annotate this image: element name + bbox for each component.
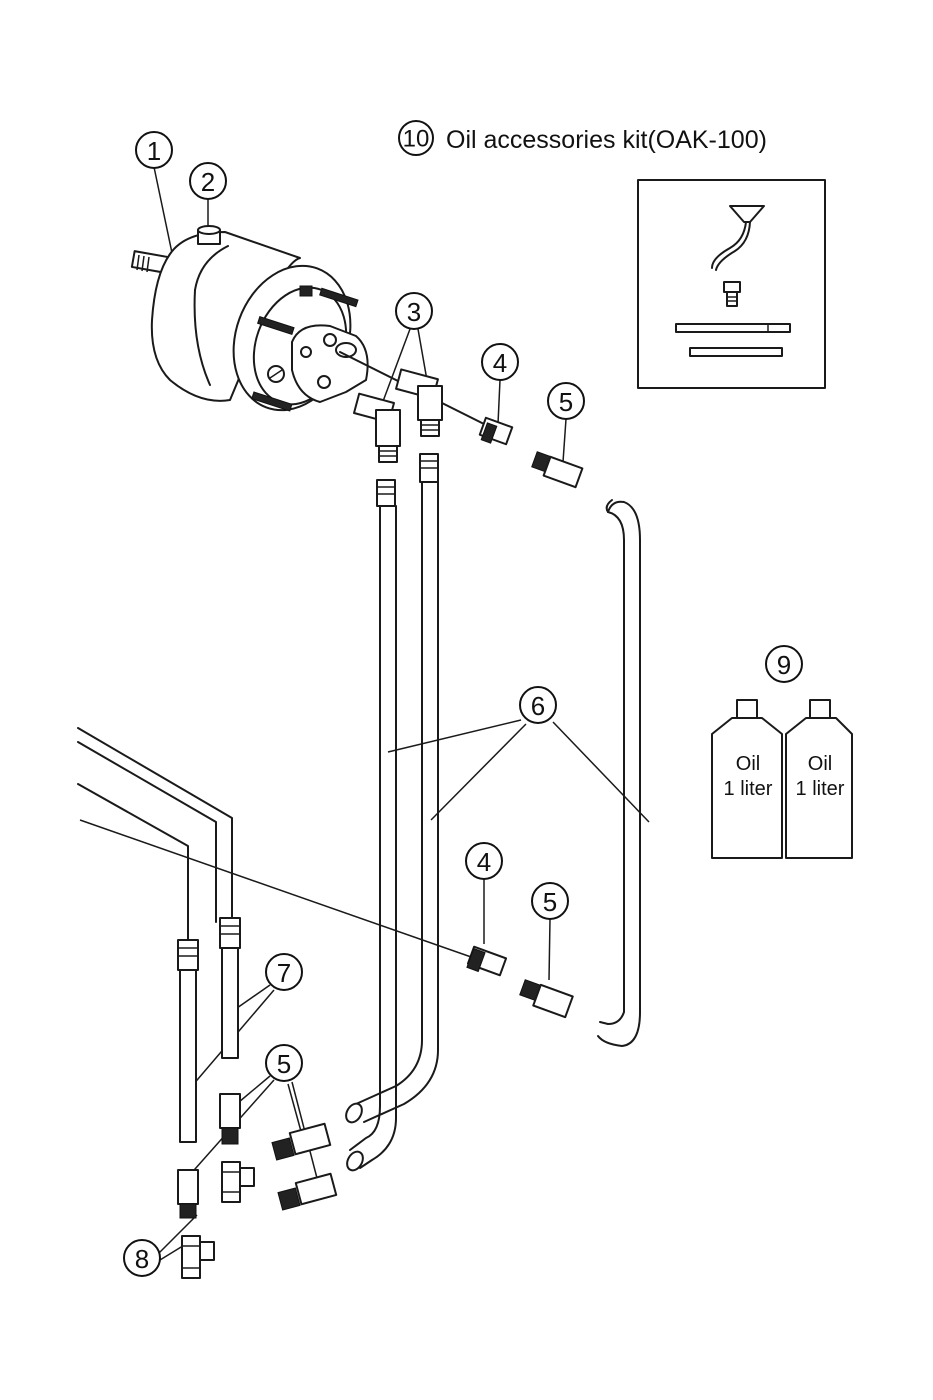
oil-bottle: Oil 1 liter bbox=[711, 699, 783, 859]
svg-text:5: 5 bbox=[277, 1049, 291, 1079]
funnel-tube bbox=[711, 221, 747, 269]
callout-1: 1 bbox=[135, 131, 173, 169]
callout-9: 9 bbox=[765, 645, 803, 683]
tee-fitting bbox=[221, 1161, 255, 1203]
mount-bolt bbox=[257, 315, 295, 335]
lower-system-line bbox=[79, 819, 475, 959]
svg-text:8: 8 bbox=[135, 1244, 149, 1274]
steering-pump bbox=[130, 231, 369, 412]
kit-title: 10 Oil accessories kit(OAK-100) bbox=[398, 120, 767, 156]
oil-bottle: Oil 1 liter bbox=[785, 699, 853, 859]
svg-text:5: 5 bbox=[559, 387, 573, 417]
tee-fitting bbox=[181, 1235, 215, 1279]
callout-5-upper: 5 bbox=[547, 382, 585, 420]
mount-bolt bbox=[319, 287, 359, 308]
union-fitting bbox=[271, 1122, 332, 1161]
connector-fitting bbox=[466, 945, 508, 977]
oil-label-line2: 1 liter bbox=[724, 778, 773, 800]
callout-5-lower: 5 bbox=[531, 882, 569, 920]
callout-4-upper: 4 bbox=[481, 343, 519, 381]
kit-tube-short bbox=[689, 347, 783, 357]
callout-4-lower: 4 bbox=[465, 842, 503, 880]
kit-tube-long bbox=[675, 323, 791, 333]
mount-bolt bbox=[251, 391, 293, 412]
svg-text:1: 1 bbox=[147, 136, 161, 166]
hose bbox=[349, 479, 397, 1169]
callout-5-bottom: 5 bbox=[265, 1044, 303, 1082]
connector-fitting bbox=[478, 416, 514, 446]
kit-title-label: Oil accessories kit(OAK-100) bbox=[446, 126, 767, 154]
callout-7: 7 bbox=[265, 953, 303, 991]
oil-label-line1: Oil bbox=[808, 753, 832, 775]
union-fitting bbox=[519, 979, 574, 1019]
union-fitting bbox=[277, 1172, 338, 1211]
return-hose bbox=[597, 499, 641, 1047]
elbow-fitting bbox=[395, 368, 443, 437]
oil-kit-box bbox=[637, 179, 826, 389]
kit-number-circle bbox=[398, 120, 434, 156]
kit-number: 10 bbox=[403, 126, 430, 153]
union-fitting bbox=[219, 1093, 241, 1145]
svg-text:5: 5 bbox=[543, 887, 557, 917]
union-fitting bbox=[531, 451, 584, 489]
callout-2: 2 bbox=[189, 162, 227, 200]
svg-text:9: 9 bbox=[777, 650, 791, 680]
svg-text:4: 4 bbox=[493, 348, 507, 378]
svg-text:7: 7 bbox=[277, 958, 291, 988]
svg-text:4: 4 bbox=[477, 847, 491, 877]
kit-fitting-icon bbox=[723, 281, 741, 293]
tube-assembly bbox=[219, 917, 241, 1059]
callout-3: 3 bbox=[395, 292, 433, 330]
vessel-tubing bbox=[77, 727, 233, 945]
oil-label-line1: Oil bbox=[736, 753, 760, 775]
filler-plug bbox=[197, 225, 221, 245]
elbow-fitting bbox=[353, 392, 401, 463]
svg-text:6: 6 bbox=[531, 691, 545, 721]
svg-text:3: 3 bbox=[407, 297, 421, 327]
callout-8: 8 bbox=[123, 1239, 161, 1277]
tube-assembly bbox=[177, 939, 199, 1143]
callout-6: 6 bbox=[519, 686, 557, 724]
union-fitting bbox=[177, 1169, 199, 1219]
hose bbox=[355, 453, 439, 1123]
svg-text:2: 2 bbox=[201, 167, 215, 197]
oil-label-line2: 1 liter bbox=[796, 778, 845, 800]
